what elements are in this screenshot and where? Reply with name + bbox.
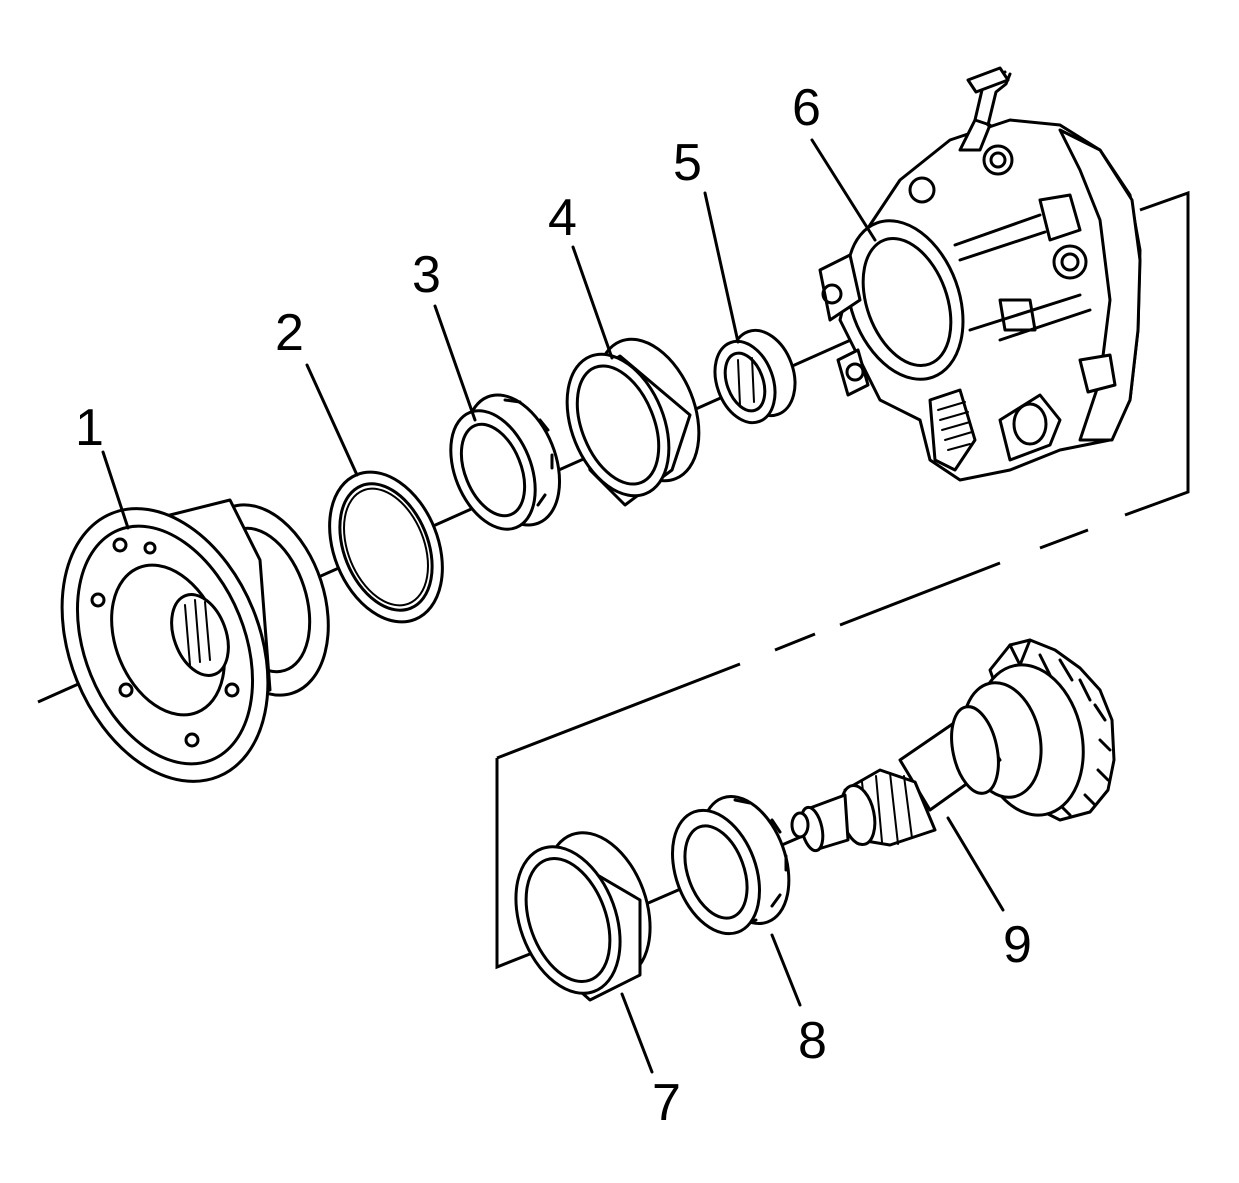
part-6-carrier-housing (818, 66, 1142, 482)
callout-5: 5 (673, 134, 702, 192)
leader-4 (571, 245, 614, 360)
leader-3 (433, 304, 477, 422)
part-8-roller-bearing (671, 794, 791, 936)
leader-9 (946, 816, 1005, 912)
part-3-roller-bearing (449, 393, 562, 531)
callout-6: 6 (792, 79, 821, 137)
part-4-bearing-cup (565, 337, 701, 507)
leader-lines (101, 138, 1005, 1074)
part-9-pinion-gear (790, 638, 1116, 853)
assembly-bracket (495, 190, 1190, 970)
leader-2 (305, 363, 359, 477)
leader-7 (620, 992, 654, 1074)
part-5-pilot-bearing (713, 328, 797, 425)
leader-8 (770, 933, 802, 1007)
callout-7: 7 (652, 1074, 681, 1132)
callout-8: 8 (798, 1012, 827, 1070)
callout-9: 9 (1003, 916, 1032, 974)
part-1-flange-housing (60, 498, 330, 783)
leader-1 (101, 450, 130, 530)
callout-3: 3 (412, 246, 441, 304)
callout-1: 1 (75, 399, 104, 457)
callout-4: 4 (548, 189, 577, 247)
part-7-bearing-cup (514, 831, 652, 1002)
callout-2: 2 (275, 304, 304, 362)
leader-5 (703, 191, 740, 344)
leader-6 (810, 138, 877, 242)
callout-labels: 1 2 3 4 5 6 7 8 9 (75, 79, 1032, 1132)
part-2-seal (328, 470, 444, 624)
